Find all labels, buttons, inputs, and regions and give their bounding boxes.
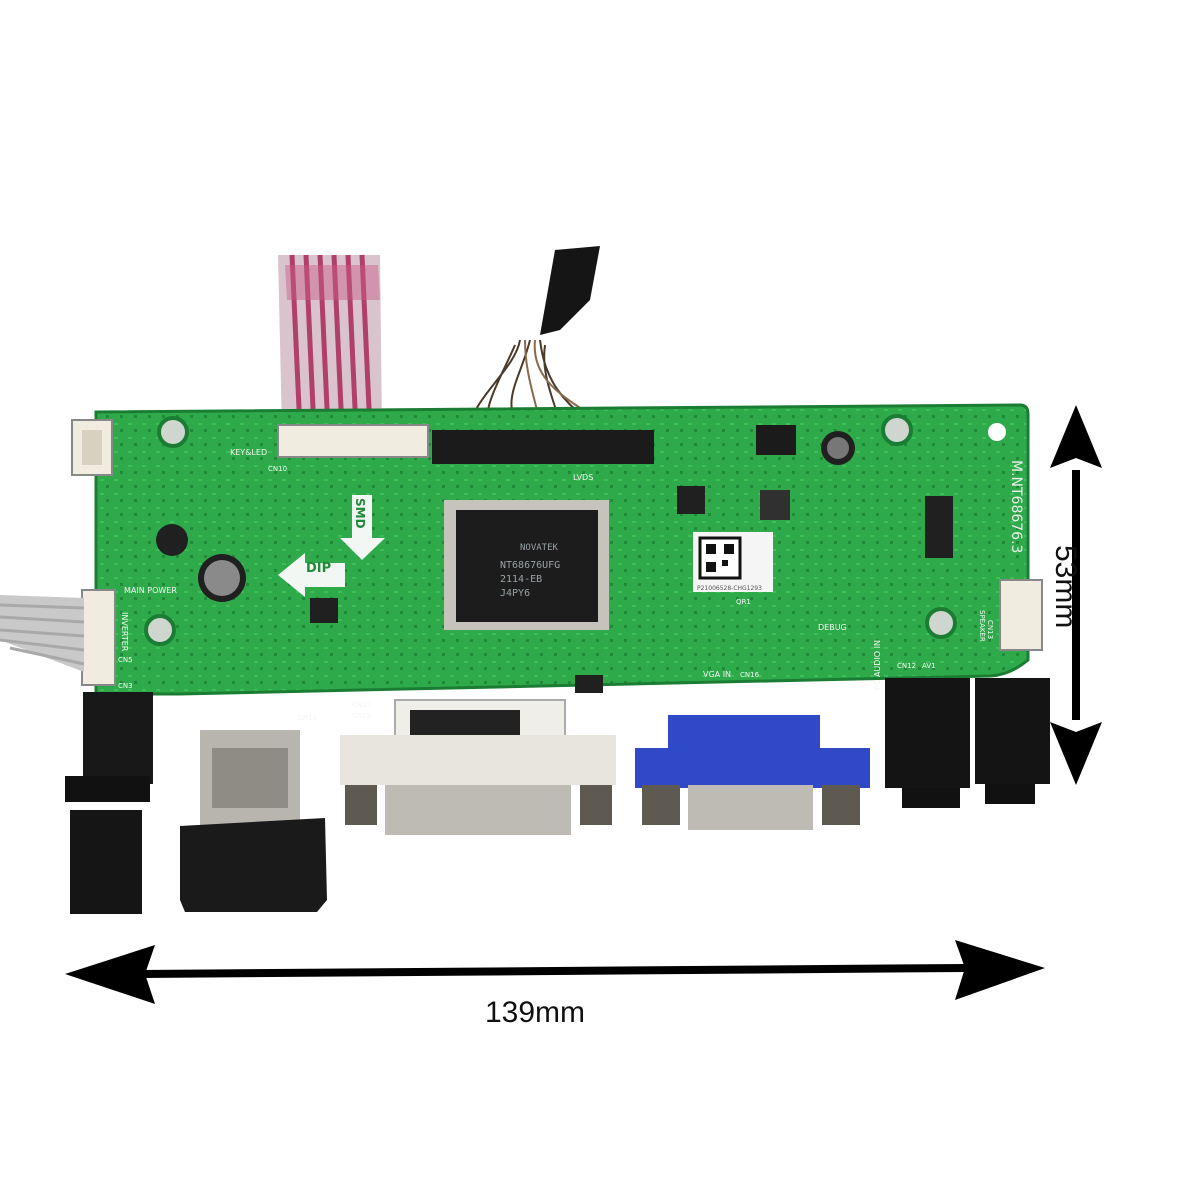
model-silkscreen: M.NT68676.3 (1008, 460, 1024, 553)
vga-in-label: VGA IN (703, 670, 731, 679)
secondary-chips (310, 486, 953, 693)
lvds-label: LVDS (573, 473, 593, 482)
vga-port (635, 715, 870, 830)
chip-line2: 2114-EB (500, 574, 542, 585)
mounting-holes (144, 414, 1006, 646)
chip-brand: NOVATEK (520, 543, 559, 553)
connectors (71, 419, 1043, 686)
speaker-label: SPEAKER (978, 610, 986, 642)
inverter-label: INVERTER (120, 612, 129, 652)
cn18-label: CN18 (298, 714, 317, 722)
ribbon-cable-top (278, 254, 382, 431)
capacitors (156, 431, 855, 602)
pc-audio-in-label: PC AUDIO IN (873, 640, 882, 690)
lvds-cable (469, 246, 611, 431)
chip-line1: NT68676UFG (500, 560, 560, 571)
audio-jacks (885, 678, 1050, 808)
dc-jack (65, 692, 153, 914)
cn10-label: CN10 (268, 465, 287, 473)
height-arrow (1050, 405, 1102, 785)
width-dimension-label: 139mm (485, 996, 586, 1029)
main-chip: NOVATEK NT68676UFG 2114-EB J4PY6 (444, 500, 609, 630)
dip-label: DIP (306, 561, 331, 576)
qr-label: P21006528-CHG1293 (693, 532, 773, 592)
silkscreen-labels: DIP SMD KEY&LED LVDS MAIN POWER INVERTER… (118, 448, 1024, 722)
dvi-port (340, 699, 616, 835)
qr1-label: QR1 (736, 598, 751, 606)
cn3-label: CN3 (118, 682, 133, 690)
height-dimension-label: 53mm (1049, 545, 1082, 629)
chip-line3: J4PY6 (500, 588, 530, 599)
debug-label: DEBUG (818, 623, 847, 632)
av1-label: AV1 (922, 662, 936, 670)
main-power-label: MAIN POWER (124, 586, 177, 595)
key-led-label: KEY&LED (230, 448, 267, 457)
smd-label: SMD (353, 498, 367, 529)
cn13-label: CN13 (986, 620, 994, 639)
width-arrow (65, 940, 1045, 1004)
ribbon-cable-left (0, 595, 85, 672)
cn17-label: CN17 (352, 701, 371, 709)
hdmi-port (180, 730, 327, 912)
cn15-label: CN15 (352, 712, 371, 720)
cn5-label: CN5 (118, 656, 133, 664)
qr-text: P21006528-CHG1293 (697, 585, 762, 592)
cn16-label: CN16 (740, 671, 760, 679)
cn12-label: CN12 (897, 662, 916, 670)
silkscreen-arrows (278, 495, 385, 597)
